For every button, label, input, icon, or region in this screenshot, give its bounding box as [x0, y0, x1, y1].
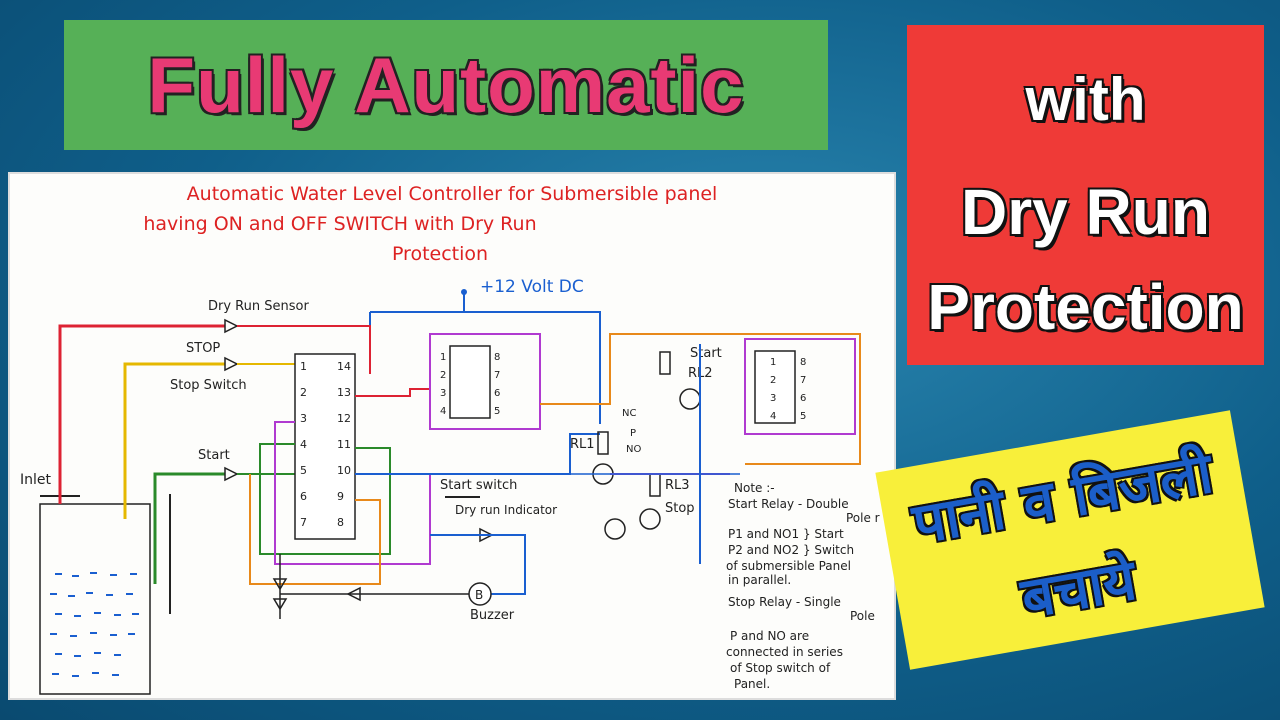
transistor-2 [679, 388, 701, 410]
supply-label: +12 Volt DC [480, 277, 584, 297]
t1-pin-r6: 6 [494, 388, 500, 399]
ic-pin-r10: 10 [337, 464, 351, 477]
rl1-label: RL1 [570, 437, 595, 452]
ic-pin-l6: 6 [300, 490, 307, 503]
timer-block-1 [429, 333, 541, 430]
note-line-7: Stop Relay - Single [728, 595, 841, 609]
t1-pin-l2: 2 [440, 370, 446, 381]
relay-rl1 [597, 431, 609, 455]
ic-pin-r9: 9 [337, 490, 344, 503]
note-line-10: connected in series [726, 645, 843, 659]
note-line-6: in parallel. [728, 573, 791, 587]
diagram-title-1: Automatic Water Level Controller for Sub… [187, 183, 718, 205]
transistor-4 [639, 508, 661, 530]
buzzer-label: Buzzer [470, 608, 515, 623]
title-text: Fully Automatic [147, 40, 745, 129]
ic-pin-r13: 13 [337, 386, 351, 399]
relay-rl2 [659, 351, 671, 375]
t2-pin-r6: 6 [800, 393, 806, 404]
start-relay-label: Start [690, 346, 722, 361]
t2-pin-l3: 3 [770, 393, 776, 404]
inlet-label: Inlet [20, 472, 52, 488]
circuit-diagram: Automatic Water Level Controller for Sub… [8, 172, 896, 700]
ic-pin-l5: 5 [300, 464, 307, 477]
note-line-8: Pole [850, 609, 875, 623]
note-line-4: P2 and NO2 } Switch [728, 543, 854, 557]
dry-run-indicator-label: Dry run Indicator [455, 503, 557, 517]
feature-line-1: with [1025, 66, 1146, 133]
diode-dry-run [224, 318, 239, 334]
start-label: Start [198, 448, 230, 463]
feature-line-2: Dry Run [961, 176, 1210, 248]
feature-line-3: Protection [927, 271, 1244, 343]
ic-pin-l2: 2 [300, 386, 307, 399]
stop-label: STOP [186, 341, 220, 356]
ic-pin-r14: 14 [337, 360, 351, 373]
timer-ic-1 [449, 345, 491, 419]
t2-pin-l2: 2 [770, 375, 776, 386]
diode-start [224, 466, 239, 482]
t1-pin-l4: 4 [440, 406, 446, 417]
circuit-drawing: Automatic Water Level Controller for Sub… [20, 183, 880, 695]
ic-pin-r12: 12 [337, 412, 351, 425]
t2-pin-r8: 8 [800, 357, 806, 368]
note-line-9: P and NO are [730, 629, 809, 643]
p-label: P [630, 428, 636, 439]
stop-relay-label: Stop [665, 501, 695, 516]
ic-pin-l7: 7 [300, 516, 307, 529]
t1-pin-r5: 5 [494, 406, 500, 417]
hindi-banner: पानी व बिजली बचाये [875, 410, 1265, 670]
timer-ic-2 [754, 350, 796, 424]
t1-pin-r8: 8 [494, 352, 500, 363]
diode-stop [224, 356, 239, 372]
stop-switch-label: Stop Switch [170, 378, 247, 393]
note-line-12: Panel. [734, 677, 770, 691]
t2-pin-r7: 7 [800, 375, 806, 386]
ic-pin-r11: 11 [337, 438, 351, 451]
start-switch-label: Start switch [440, 478, 517, 493]
note-line-3: P1 and NO1 } Start [728, 527, 844, 541]
dry-run-sensor-label: Dry Run Sensor [208, 299, 309, 314]
feature-banner: with Dry Run Protection [907, 25, 1264, 365]
water-tank [39, 503, 151, 695]
note-line-2: Pole r [846, 511, 880, 525]
t2-pin-r5: 5 [800, 411, 806, 422]
ic-pin-l4: 4 [300, 438, 307, 451]
note-line-5: of submersible Panel [726, 559, 851, 573]
t2-pin-l4: 4 [770, 411, 776, 422]
rl3-label: RL3 [665, 478, 690, 493]
ic-pin-l3: 3 [300, 412, 307, 425]
transistor-3 [604, 518, 626, 540]
buzzer-symbol: B [475, 588, 483, 602]
t1-pin-l3: 3 [440, 388, 446, 399]
start-sensor-wire [153, 472, 225, 584]
t1-pin-l1: 1 [440, 352, 446, 363]
stop-sensor-wire [123, 362, 225, 519]
timer-block-2 [744, 338, 856, 435]
water-dashes [50, 572, 139, 677]
buzzer-diode [346, 586, 361, 602]
note-line-11: of Stop switch of [730, 661, 831, 675]
ic-pin-l1: 1 [300, 360, 307, 373]
diagram-title-2: having ON and OFF SWITCH with Dry Run [143, 213, 536, 235]
diagram-title-3: Protection [392, 243, 488, 265]
t2-pin-l1: 1 [770, 357, 776, 368]
note-line-1: Start Relay - Double [728, 497, 849, 511]
nc-label: NC [622, 408, 636, 419]
main-ic [294, 353, 356, 540]
dry-run-sensor-wire [58, 324, 225, 504]
t1-pin-r7: 7 [494, 370, 500, 381]
no-label: NO [626, 444, 641, 455]
ic-pin-r8: 8 [337, 516, 344, 529]
relay-rl3 [649, 473, 661, 497]
title-banner: Fully Automatic [64, 20, 828, 150]
note-title: Note :- [734, 481, 775, 495]
